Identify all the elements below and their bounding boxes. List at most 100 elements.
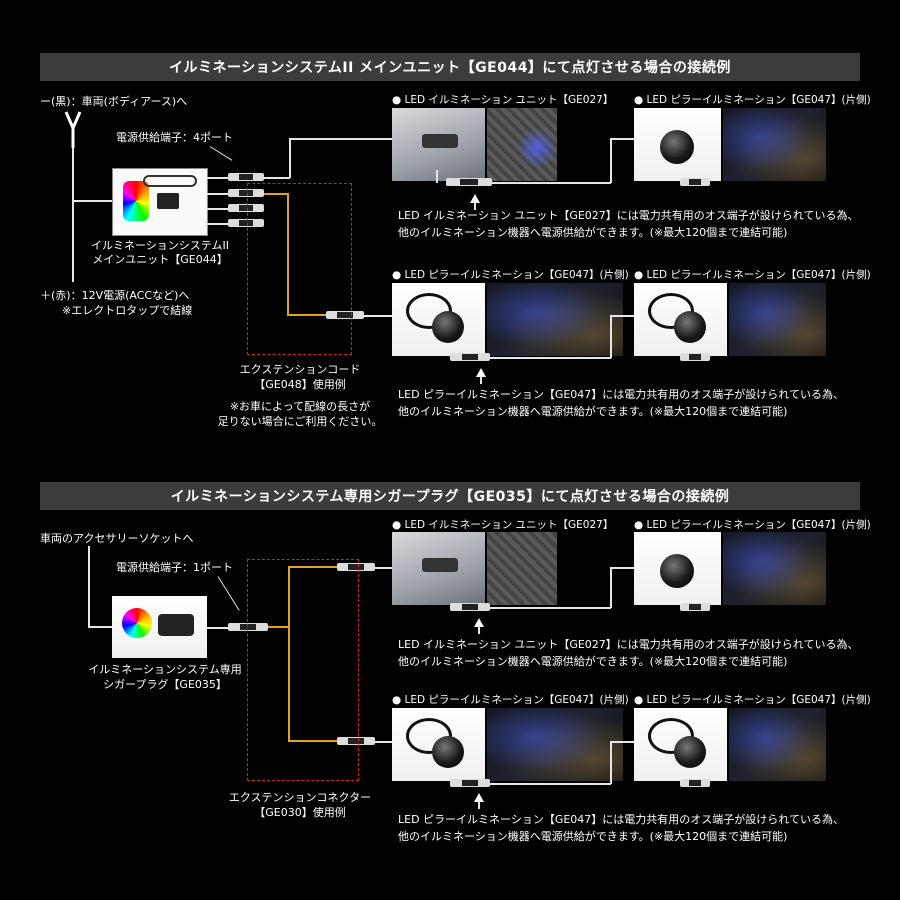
s2-ge047-bl-image	[392, 708, 485, 781]
s2-ge027-box	[422, 558, 458, 572]
power-label-2: ※エレクトロタップで結線	[62, 304, 193, 317]
s2-ext-wire-top	[288, 566, 338, 568]
s2-ext-to-ge047	[375, 741, 392, 743]
ext-wire-c	[287, 314, 327, 316]
s2-port-1	[228, 623, 268, 631]
main-unit-left-wire	[72, 148, 74, 282]
s1-ge027-output-connector	[446, 178, 492, 186]
s1-ge047-tr-puck	[660, 130, 694, 164]
port-3	[228, 204, 264, 212]
extension-dashed-box	[247, 183, 352, 355]
color-wheel-icon	[122, 608, 152, 638]
s2-ge047-bl-to-br	[490, 783, 611, 785]
s2-ge047-bl-to-br-h	[610, 741, 634, 743]
s2-extension-label-2: 【GE030】使用例	[254, 806, 346, 819]
s1-ge027-to-ge047	[492, 182, 611, 184]
ext-wire-b	[287, 193, 289, 316]
s2-ge047-br-car-image	[729, 708, 826, 781]
s2-note-bottom-arrow-stem	[478, 801, 480, 809]
s2-ext-wire-bottom	[288, 740, 338, 742]
ext-wire-a	[264, 193, 288, 195]
main-unit-label-1: イルミネーションシステムII	[91, 239, 229, 252]
s2-port-wire	[207, 627, 228, 629]
s2-ext-to-ge027	[375, 567, 392, 569]
s2-ge047-bl-to-br-v	[610, 741, 612, 784]
s2-ext-wire-a	[268, 626, 290, 628]
s2-note-bottom-arrow	[474, 793, 484, 802]
s2-ext-wire-b	[288, 566, 290, 742]
s2-ge027-output-connector	[450, 603, 490, 611]
socket-wire-v	[88, 546, 90, 626]
s2-note-bottom-1: LED ピラーイルミネーション【GE047】には電力共有用のオス端子が設けられて…	[398, 813, 844, 826]
s1-product-ge047-br-title: ● LED ピラーイルミネーション【GE047】(片側)	[634, 269, 871, 281]
s1-note-bottom-arrow	[476, 368, 486, 377]
wire-to-ge027-c	[289, 138, 392, 140]
s1-ge047-br-image	[634, 283, 727, 356]
plug-label-1: イルミネーションシステム専用	[88, 663, 242, 676]
remote-icon	[123, 181, 149, 221]
s1-note-bottom-2: 他のイルミネーション機器へ電源供給ができます。(※最大120個まで連結可能)	[398, 405, 788, 418]
cable-icon	[143, 175, 197, 187]
s2-extension-dashed-box	[247, 559, 359, 781]
s2-product-ge027-title: ● LED イルミネーション ユニット【GE027】	[392, 519, 614, 531]
socket-wire-h	[88, 626, 112, 628]
s1-ge047-br-connector	[680, 353, 710, 361]
power-label-1: ＋(赤)：12V電源(ACCなど)へ	[40, 289, 190, 302]
s1-note-top-1: LED イルミネーション ユニット【GE027】には電力共有用のオス端子が設けら…	[398, 209, 859, 222]
s2-ext-connector-bottom	[337, 737, 375, 745]
s2-note-top-2: 他のイルミネーション機器へ電源供給ができます。(※最大120個まで連結可能)	[398, 655, 788, 668]
s1-ge047-bl-to-br-h	[610, 315, 634, 317]
s2-note-top-arrow	[474, 618, 484, 627]
s2-leader-line	[217, 576, 240, 611]
s1-ge047-br-puck	[674, 311, 706, 343]
s2-extension-label-1: エクステンションコネクター	[228, 791, 372, 804]
cigar-plug-body-icon	[158, 614, 194, 636]
port-2	[228, 189, 264, 197]
port-wire-2	[206, 193, 228, 195]
leader-line	[209, 146, 233, 161]
s1-ge047-tr-car-image	[723, 108, 826, 181]
s2-product-ge047-bl-title: ● LED ピラーイルミネーション【GE047】(片側)	[392, 694, 629, 706]
s2-ge027-car-image	[487, 532, 557, 605]
s1-ge047-bl-to-br	[490, 357, 611, 359]
s1-ge047-bl-car-image	[487, 283, 623, 356]
s2-note-bottom-2: 他のイルミネーション機器へ電源供給ができます。(※最大120個まで連結可能)	[398, 830, 788, 843]
ext-wire-d	[364, 315, 392, 317]
section2-header: イルミネーションシステム専用シガープラグ【GE035】にて点灯させる場合の接続例	[40, 482, 860, 510]
s2-ge047-bl-connector	[450, 779, 490, 787]
wire-to-ge027-a	[264, 177, 290, 179]
s1-ge047-bl-to-br-v	[610, 315, 612, 358]
control-box-icon	[157, 193, 179, 209]
wire-to-ge027-b	[289, 138, 291, 178]
s2-note-top-arrow-stem	[478, 626, 480, 634]
extension-label-1: エクステンションコード	[239, 363, 361, 376]
s1-ge027-to-ge047-v	[610, 138, 612, 183]
port-1	[228, 173, 264, 181]
s2-ge047-tr-image	[634, 532, 721, 605]
s1-note-top-arrow-stem	[474, 202, 476, 210]
s1-ge027-glow	[517, 128, 557, 168]
y-terminal-icon	[64, 111, 82, 148]
s2-ge027-to-ge047-h	[610, 567, 634, 569]
s1-note-bottom-arrow-stem	[480, 376, 482, 384]
s1-ge047-bl-puck	[432, 311, 464, 343]
s1-ge027-to-ge047-h	[610, 138, 634, 140]
s2-note-top-1: LED イルミネーション ユニット【GE027】には電力共有用のオス端子が設けら…	[398, 638, 859, 651]
port-wire-4	[206, 223, 228, 225]
extension-note-1: ※お車によって配線の長さが	[229, 400, 371, 413]
port-wire-1	[206, 177, 228, 179]
s2-ge047-br-connector	[680, 779, 710, 787]
s2-ge027-unit-image	[392, 532, 485, 605]
section1-header: イルミネーションシステムII メインユニット【GE044】にて点灯させる場合の接…	[40, 53, 860, 81]
s1-ge047-bl-connector	[450, 353, 490, 361]
ground-label: ー(黒)：車両(ボディアース)へ	[40, 95, 188, 108]
s1-ge027-unit-image	[392, 108, 485, 181]
s2-ge047-tr-puck	[660, 554, 694, 588]
s2-ge047-bl-car-image	[487, 708, 623, 781]
extension-label-2: 【GE048】使用例	[254, 378, 346, 391]
s2-ge047-bl-puck	[432, 736, 464, 768]
s1-ge047-tr-image	[634, 108, 721, 181]
s1-ge027-car-image	[487, 108, 557, 181]
plug-label-2: シガープラグ【GE035】	[103, 678, 227, 691]
s1-ge027-box	[422, 134, 458, 148]
